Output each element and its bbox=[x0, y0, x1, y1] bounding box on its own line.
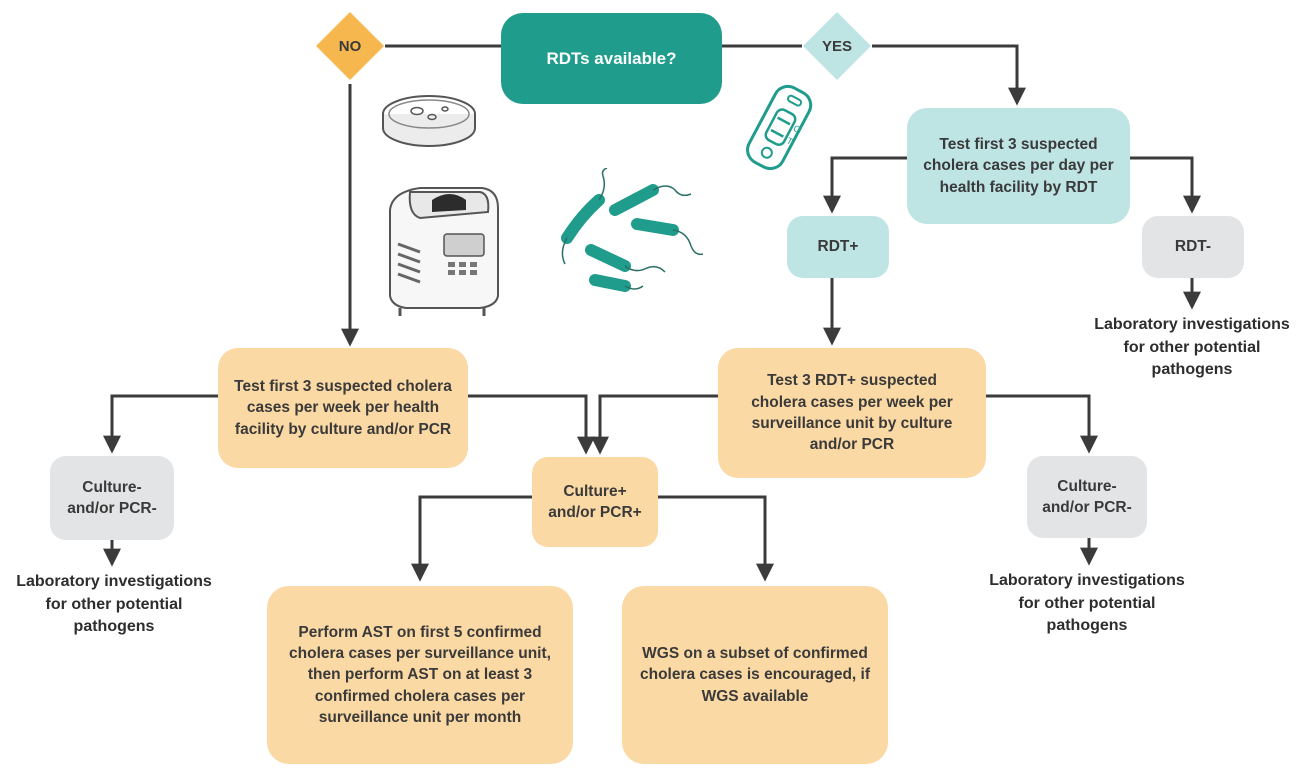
arrow-followup-to-positive bbox=[591, 394, 718, 455]
rdt-cassette-icon: C T bbox=[746, 84, 813, 171]
rdt-positive-box: RDT+ bbox=[787, 216, 889, 278]
rdt-followup-test-box: Test 3 RDT+ suspected cholera cases per … bbox=[718, 348, 986, 478]
left-culture-negative-box: Culture- and/or PCR- bbox=[50, 456, 174, 540]
arrow-positive-to-wgs bbox=[658, 495, 774, 582]
ast-box: Perform AST on first 5 confirmed cholera… bbox=[267, 586, 573, 764]
petri-dish-icon bbox=[382, 95, 476, 147]
culture-test-box: Test first 3 suspected cholera cases per… bbox=[218, 348, 468, 468]
culture-positive-box: Culture+ and/or PCR+ bbox=[532, 457, 658, 547]
svg-text:T: T bbox=[785, 135, 795, 147]
arrow-rdt-test-to-negative bbox=[1130, 156, 1201, 214]
right-culture-negative-box: Culture- and/or PCR- bbox=[1027, 456, 1147, 538]
arrow-positive-to-ast bbox=[411, 495, 532, 582]
rdt-negative-box: RDT- bbox=[1142, 216, 1244, 278]
rdt-negative-note: Laboratory investigations for other pote… bbox=[1094, 316, 1290, 379]
rdt-available-decision: RDTs available? bbox=[501, 13, 722, 104]
arrow-followup-to-negative bbox=[986, 394, 1098, 454]
rdt-test-box: Test first 3 suspected cholera cases per… bbox=[907, 108, 1130, 224]
yes-label: YES bbox=[821, 37, 852, 55]
arrow-rdt-test-to-positive bbox=[823, 156, 907, 214]
right-negative-note: Laboratory investigations for other pote… bbox=[989, 572, 1185, 635]
pcr-machine-icon bbox=[389, 187, 499, 316]
wgs-box: WGS on a subset of confirmed cholera cas… bbox=[622, 586, 888, 764]
arrow-yes-to-rdt-test bbox=[872, 44, 1026, 106]
arrow-culture-test-to-positive bbox=[468, 394, 595, 455]
arrow-culture-test-to-negative bbox=[103, 394, 218, 454]
left-negative-note: Laboratory investigations for other pote… bbox=[16, 573, 212, 636]
bacteria-icon bbox=[561, 168, 704, 292]
no-label: NO bbox=[338, 37, 362, 55]
svg-text:C: C bbox=[792, 123, 803, 135]
